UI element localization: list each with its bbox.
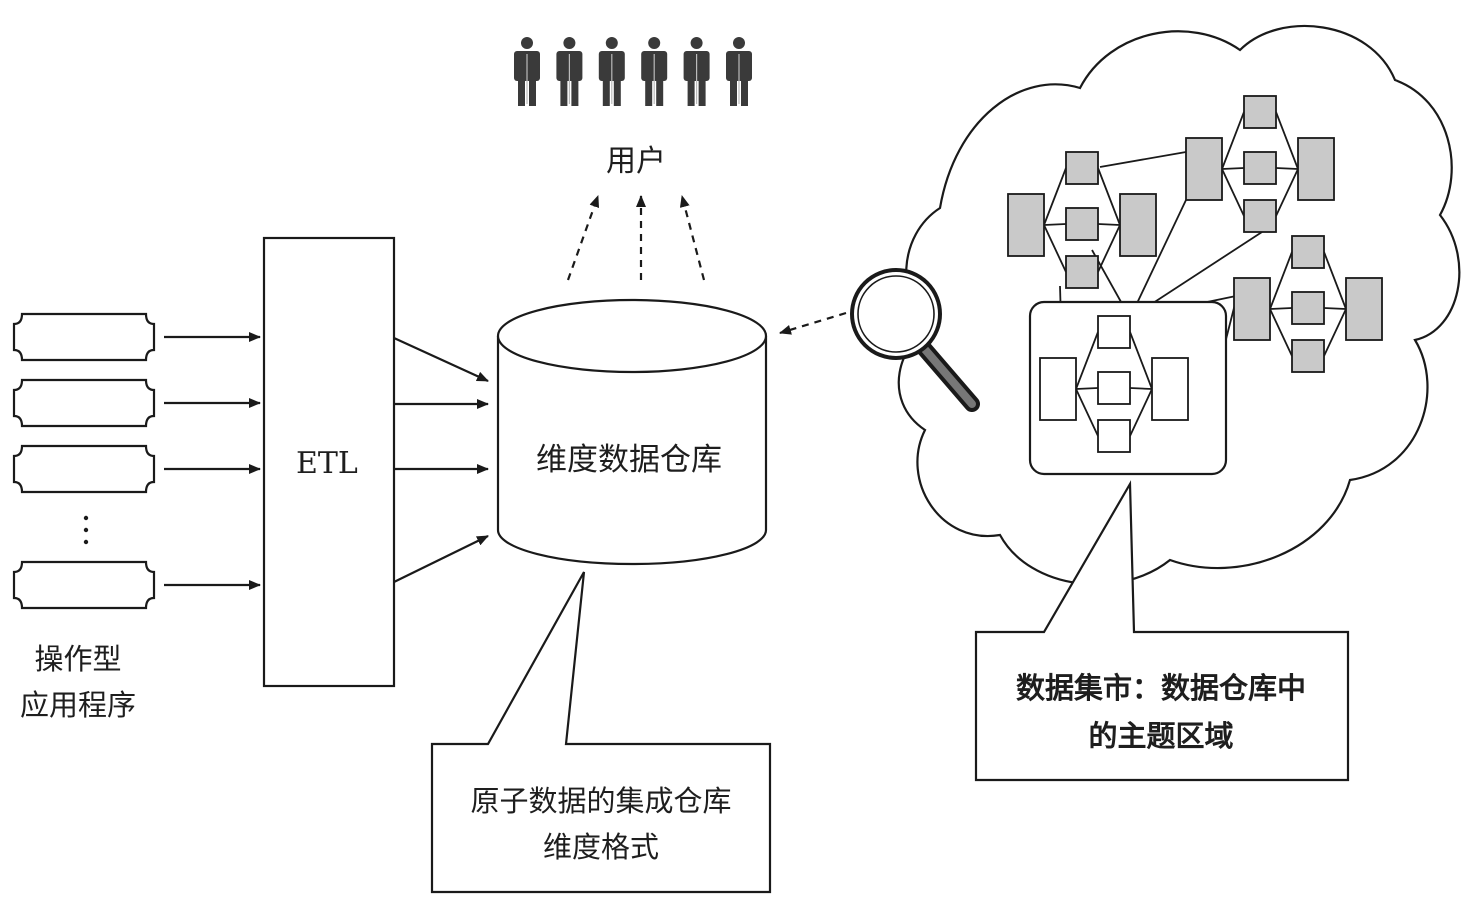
etl-label: ETL	[296, 446, 358, 481]
cluster-link	[1323, 251, 1347, 310]
data-mart-callout-text: 数据集市：数据仓库中 的主题区域	[976, 664, 1346, 760]
user-icons	[514, 37, 752, 106]
cluster-link	[1129, 388, 1153, 437]
warehouse-label: 维度数据仓库	[536, 442, 722, 478]
cluster-link	[1129, 331, 1153, 390]
warehouse-callout-line1: 原子数据的集成仓库	[470, 784, 732, 818]
cluster-link	[1269, 307, 1293, 310]
operational-apps-label: 操作型 应用程序	[8, 636, 148, 728]
entity-block	[1151, 357, 1189, 421]
cluster-link	[1269, 308, 1293, 357]
source-to-etl-arrows	[164, 332, 261, 590]
cluster-top-left	[1007, 151, 1157, 289]
operational-apps-label-line2: 应用程序	[19, 688, 136, 722]
cluster-link	[1075, 387, 1099, 390]
source-app-3	[12, 444, 156, 494]
entity-block	[1345, 277, 1383, 341]
user-icon	[641, 37, 668, 106]
cluster-link	[1323, 307, 1347, 310]
source-app-4	[12, 560, 156, 610]
entity-block	[1097, 315, 1131, 349]
cluster-link	[1097, 224, 1121, 273]
warehouse-to-users-arrows	[566, 195, 706, 281]
user-icon	[556, 37, 583, 106]
warehouse-callout-text: 原子数据的集成仓库 维度格式	[432, 778, 770, 870]
cluster-right	[1233, 235, 1383, 373]
entity-block	[1097, 419, 1131, 453]
entity-block	[1119, 193, 1157, 257]
cluster-link	[1097, 167, 1121, 226]
cluster-link	[1323, 308, 1347, 357]
cluster-link	[1221, 111, 1245, 170]
entity-block	[1039, 357, 1077, 421]
magnifier-to-warehouse-arrow	[779, 311, 847, 335]
etl-box	[262, 236, 396, 688]
entity-block	[1297, 137, 1335, 201]
entity-block	[1291, 291, 1325, 325]
cluster-link	[1275, 167, 1299, 170]
source-app-2	[12, 378, 156, 428]
operational-apps-label-line1: 操作型	[34, 642, 122, 676]
data-mart-callout-line2: 的主题区域	[1088, 719, 1234, 753]
entity-block	[1065, 207, 1099, 241]
cluster-link	[1043, 167, 1067, 226]
entity-block	[1243, 151, 1277, 185]
cluster-link	[1043, 224, 1067, 273]
entity-block	[1097, 371, 1131, 405]
entity-block	[1233, 277, 1271, 341]
cluster-highlighted	[1039, 315, 1189, 453]
user-icon	[514, 37, 540, 106]
entity-block	[1291, 339, 1325, 373]
cluster-link	[1275, 168, 1299, 217]
user-icon	[726, 37, 752, 106]
cluster-link	[1097, 223, 1121, 226]
entity-block	[1291, 235, 1325, 269]
users-label: 用户	[606, 144, 666, 179]
cluster-link	[1269, 251, 1293, 310]
entity-block	[1007, 193, 1045, 257]
etl-to-warehouse-arrows	[393, 336, 489, 583]
cluster-link	[1275, 111, 1299, 170]
warehouse-callout-box	[430, 571, 772, 894]
user-icon	[598, 37, 625, 106]
ellipsis-dots	[83, 515, 89, 545]
cluster-link	[1221, 168, 1245, 217]
entity-block	[1065, 255, 1099, 289]
entity-block	[1243, 199, 1277, 233]
cluster-link	[1043, 223, 1067, 226]
entity-block	[1065, 151, 1099, 185]
source-app-1	[12, 312, 156, 362]
data-mart-callout-box	[974, 480, 1350, 782]
cluster-link	[1075, 388, 1099, 437]
user-icon	[683, 37, 710, 106]
cluster-link	[1129, 387, 1153, 390]
operational-sources	[12, 312, 156, 610]
magnifier-icon	[850, 268, 980, 412]
entity-block	[1185, 137, 1223, 201]
cluster-top-right	[1185, 95, 1335, 233]
cluster-link	[1221, 167, 1245, 170]
cluster-link	[1075, 331, 1099, 390]
warehouse-cylinder	[496, 298, 768, 566]
entity-block	[1243, 95, 1277, 129]
data-mart-callout-line1: 数据集市：数据仓库中	[1015, 671, 1306, 705]
warehouse-callout-line2: 维度格式	[542, 830, 659, 864]
